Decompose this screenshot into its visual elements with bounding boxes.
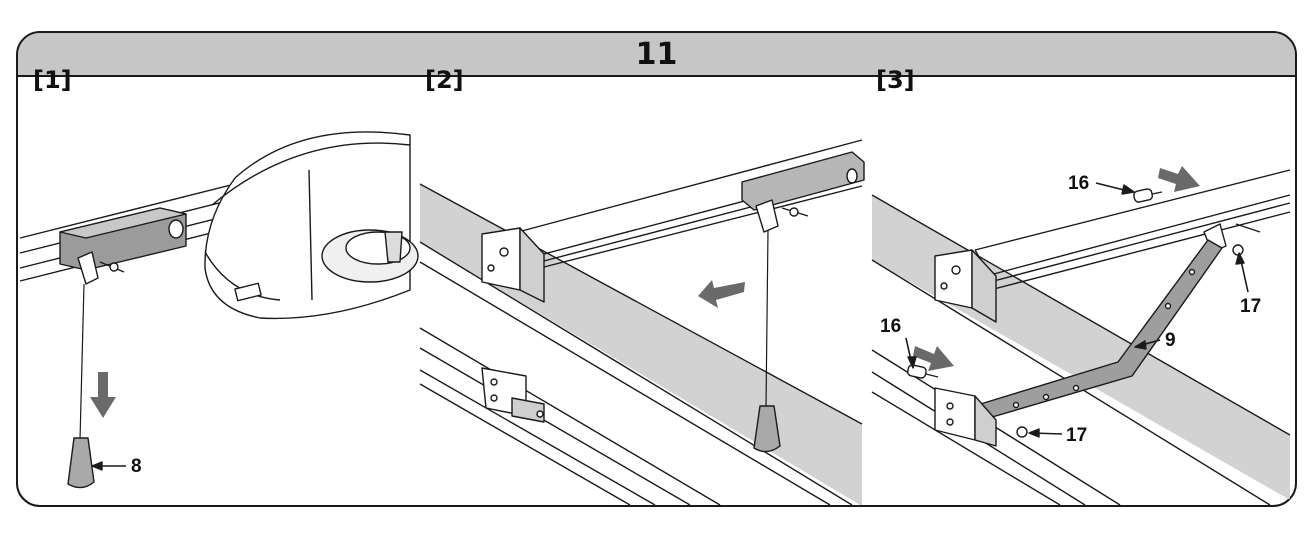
callout-clip-top: 17	[1240, 296, 1261, 317]
panel-3-label: [3]	[876, 66, 915, 94]
panel-1-label: [1]	[33, 66, 72, 94]
insert-arrow-top	[1158, 166, 1200, 192]
panel-3-illustration	[871, 166, 1291, 505]
motor-unit	[204, 131, 419, 320]
wall-bracket-top	[934, 249, 997, 323]
insert-arrow-bottom	[913, 346, 954, 371]
callout-arm: 9	[1165, 330, 1176, 351]
callout-clip-bottom: 17	[1066, 425, 1087, 446]
release-handle	[753, 405, 781, 453]
wall-bracket-loose	[481, 367, 545, 423]
instruction-frame: 11	[16, 31, 1297, 507]
pull-down-arrow	[90, 372, 116, 418]
pin-bottom	[906, 364, 939, 379]
wall-bracket-mounted	[481, 227, 545, 303]
clip-top	[1232, 244, 1244, 256]
callout-handle: 8	[131, 456, 142, 477]
door-bracket	[934, 387, 997, 447]
clip-bottom	[1016, 426, 1028, 438]
pin-top	[1133, 188, 1163, 203]
panel-2-label: [2]	[425, 66, 464, 94]
callout-pin-bottom: 16	[880, 316, 901, 337]
step-number: 11	[635, 37, 678, 72]
panel-1-illustration	[19, 131, 419, 489]
slide-arrow	[698, 280, 745, 308]
release-handle	[67, 437, 95, 489]
callout-pin-top: 16	[1068, 173, 1089, 194]
step-header: 11	[18, 33, 1295, 77]
panel-2-illustration	[419, 139, 865, 505]
